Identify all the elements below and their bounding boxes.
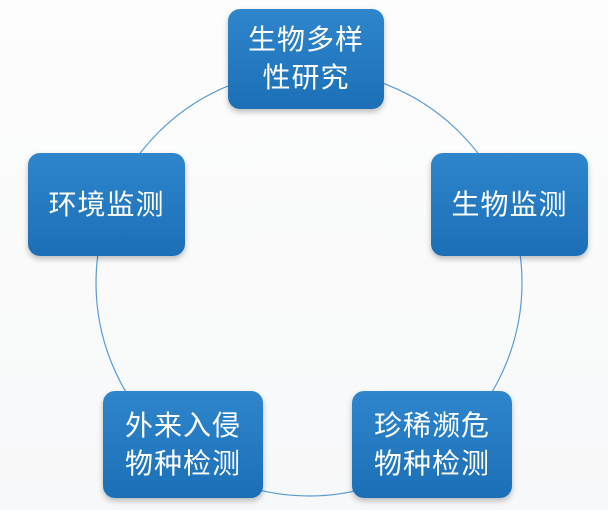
node-biodiversity-research: 生物多样 性研究	[228, 9, 384, 109]
node-invasive-species-detection: 外来入侵 物种检测	[103, 391, 263, 498]
node-biological-monitoring: 生物监测	[431, 153, 588, 256]
node-label: 环境监测	[48, 187, 165, 221]
node-label: 珍稀濒危 物种检测	[373, 408, 490, 480]
node-label: 生物监测	[451, 187, 568, 221]
node-rare-endangered-species-detection: 珍稀濒危 物种检测	[352, 391, 512, 498]
node-label: 生物多样 性研究	[247, 23, 364, 94]
node-label: 外来入侵 物种检测	[124, 408, 241, 480]
node-environmental-monitoring: 环境监测	[28, 153, 185, 256]
